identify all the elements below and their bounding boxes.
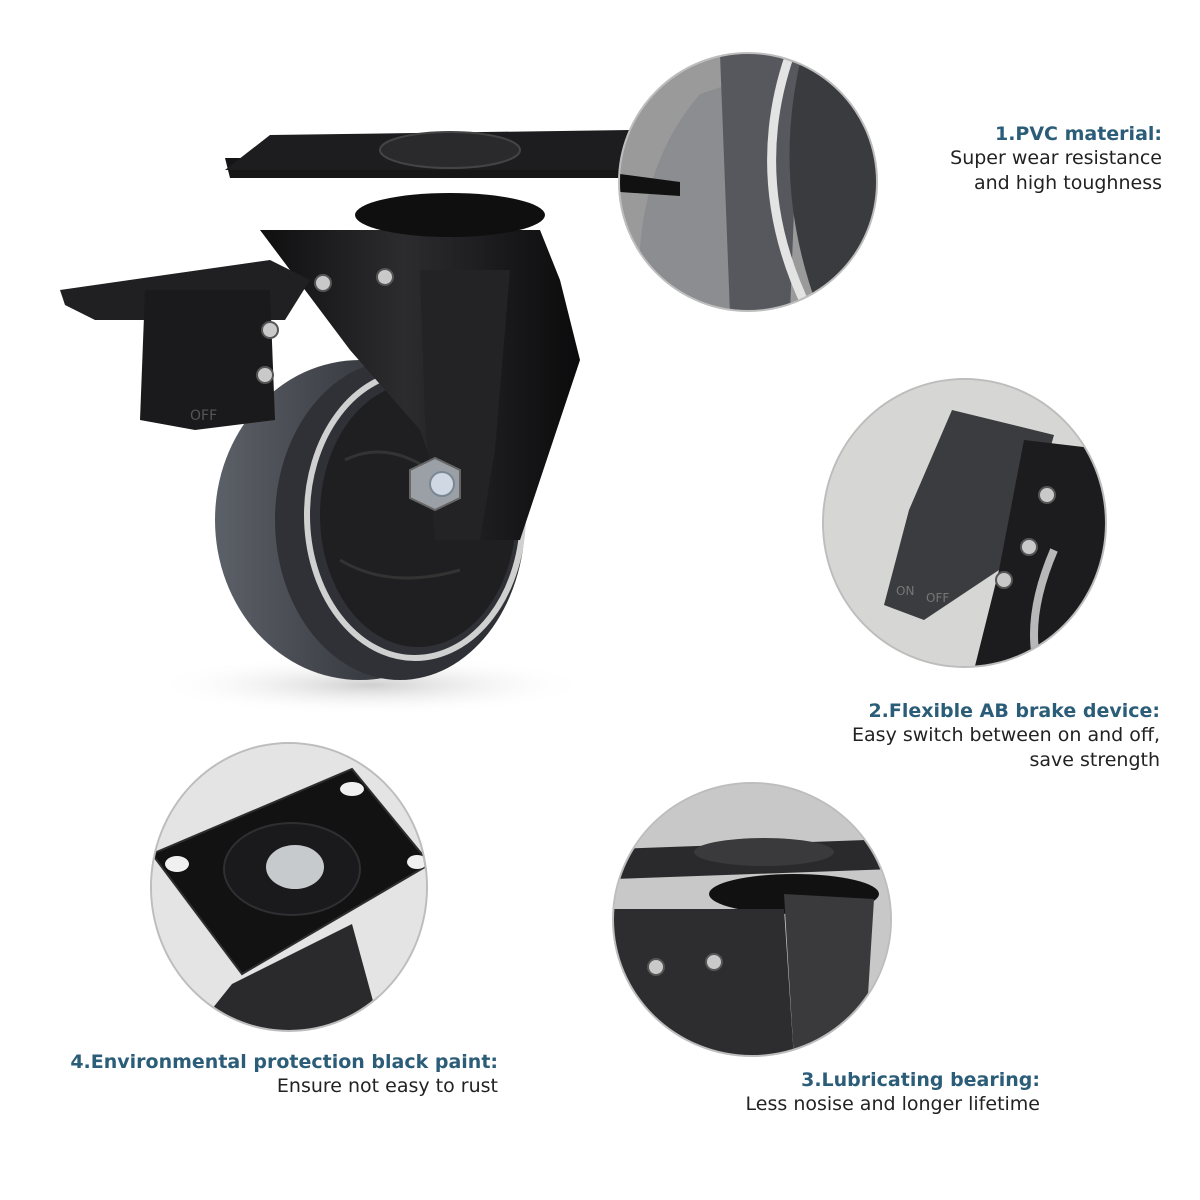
feature-3: 3.Lubricating bearing: Less nosise and l…: [700, 1068, 1040, 1117]
detail-circle-pvc: [618, 52, 878, 312]
feature-4-title: 4.Environmental protection black paint:: [70, 1051, 498, 1073]
feature-2: 2.Flexible AB brake device: Easy switch …: [790, 699, 1160, 773]
brake-off-detail-label: OFF: [926, 591, 949, 605]
feature-3-title: 3.Lubricating bearing:: [801, 1069, 1040, 1091]
feature-4-line-1: Ensure not easy to rust: [276, 1075, 498, 1097]
feature-4: 4.Environmental protection black paint: …: [40, 1050, 498, 1099]
detail-circle-brake: ON OFF: [822, 378, 1107, 668]
brake-on-label: ON: [896, 584, 914, 598]
brake-off-label: OFF: [190, 408, 217, 424]
feature-2-line-1: Easy switch between on and off,: [852, 724, 1160, 746]
feature-1: 1.PVC material: Super wear resistance an…: [860, 122, 1162, 196]
detail-circle-paint: [150, 742, 428, 1032]
main-caster-image: OFF: [40, 120, 720, 720]
feature-2-line-2: save strength: [1029, 749, 1160, 771]
feature-3-line-1: Less nosise and longer lifetime: [745, 1093, 1040, 1115]
feature-1-line-1: Super wear resistance: [950, 147, 1162, 169]
feature-1-title: 1.PVC material:: [994, 123, 1162, 145]
detail-circle-bearing: [612, 782, 892, 1057]
feature-2-title: 2.Flexible AB brake device:: [868, 700, 1160, 722]
feature-1-line-2: and high toughness: [974, 172, 1162, 194]
